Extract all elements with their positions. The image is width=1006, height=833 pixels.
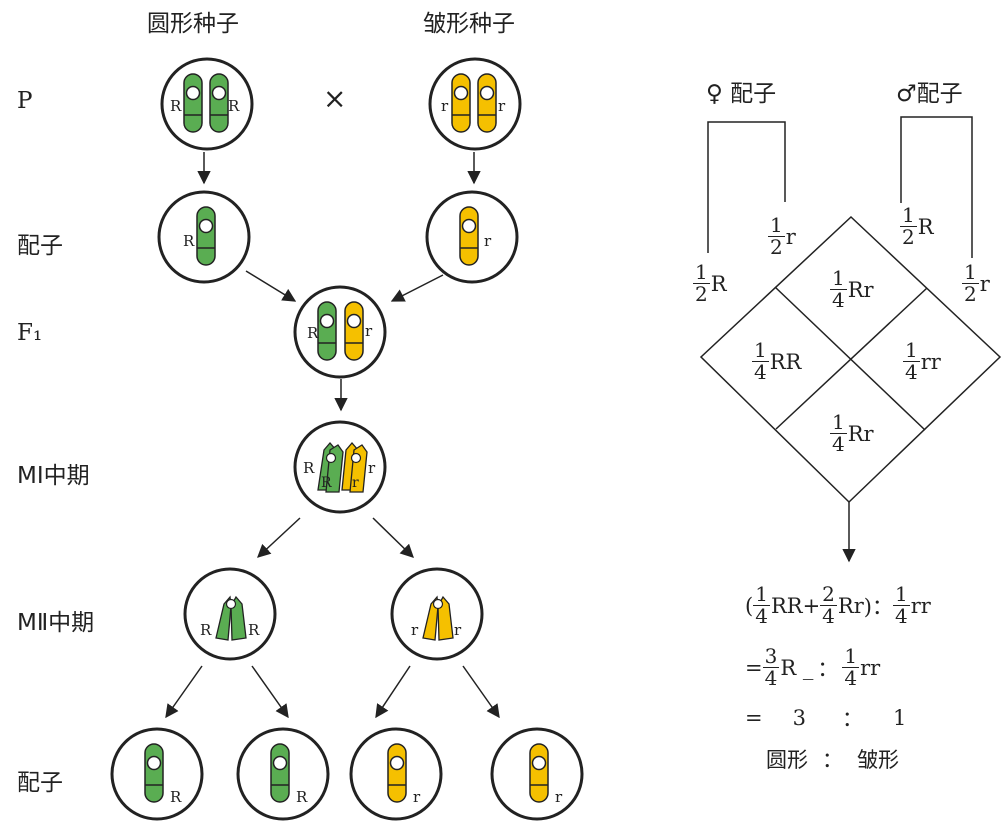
allele-label: R <box>248 621 260 639</box>
allele-label: R <box>183 232 195 250</box>
male-gamete-label: ♂配子 <box>896 81 963 107</box>
allele-label: r <box>484 232 492 250</box>
label-f1: F₁ <box>17 320 43 346</box>
allele-label: R <box>296 788 308 806</box>
allele-label: r <box>365 322 373 340</box>
allele-label: r <box>454 621 462 639</box>
label-gamete-bottom: 配子 <box>17 770 63 796</box>
label-meiosis-1-metaphase: MⅠ中期 <box>17 463 90 489</box>
allele-label: r <box>368 459 376 477</box>
allele-label: R <box>200 621 212 639</box>
allele-label: r <box>441 97 449 115</box>
allele-label: r <box>555 788 563 806</box>
cross-symbol: × <box>323 82 347 115</box>
allele-label: R <box>321 475 332 491</box>
phenotype-line: 圆形 ： 皱形 <box>766 748 899 772</box>
allele-label: R <box>170 788 182 806</box>
tetrad-yellow <box>341 442 368 493</box>
ratio-line-3: = 3 ： 1 <box>745 706 907 731</box>
allele-label: r <box>498 97 506 115</box>
allele-label: r <box>413 788 421 806</box>
allele-label: r <box>411 621 419 639</box>
label-meiosis-2-metaphase: MⅡ中期 <box>17 610 95 636</box>
female-gamete-label: ♀ 配子 <box>706 81 777 107</box>
allele-label: R <box>228 97 240 115</box>
label-gamete: 配子 <box>17 233 63 259</box>
title-wrinkled-seed: 皱形种子 <box>423 11 515 37</box>
allele-label: R <box>303 459 315 477</box>
allele-label: R <box>307 324 319 342</box>
title-round-seed: 圆形种子 <box>147 11 239 37</box>
allele-label: r <box>352 475 359 491</box>
tetrad-green <box>317 442 344 493</box>
allele-label: R <box>170 97 182 115</box>
label-parent: P <box>17 88 33 114</box>
